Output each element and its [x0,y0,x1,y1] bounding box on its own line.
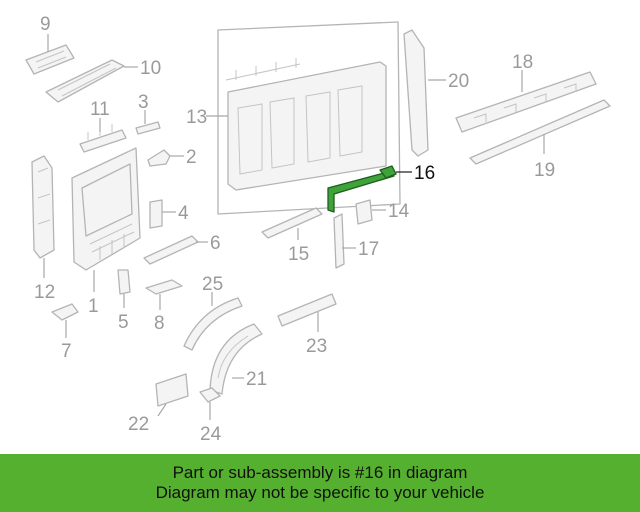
label-8: 8 [154,313,165,334]
banner-line-2: Diagram may not be specific to your vehi… [155,483,485,502]
part-23[interactable]: 23 [277,293,337,357]
label-15: 15 [288,244,309,265]
part-11[interactable]: 11 [79,99,127,153]
label-6: 6 [210,233,221,254]
part-16[interactable]: 16 [327,163,435,213]
part-18[interactable]: 18 [455,52,597,133]
banner-line-1: Part or sub-assembly is #16 in diagram [172,463,468,482]
parts-diagram: 9 10 11 3 2 12 1 [25,14,611,445]
part-21[interactable]: 21 [209,323,267,395]
label-12: 12 [34,282,55,303]
part-22[interactable]: 22 [128,373,189,435]
part-7[interactable]: 7 [51,303,79,362]
part-13[interactable]: 13 [186,21,401,215]
label-11: 11 [90,99,110,120]
label-22: 22 [128,414,149,435]
label-9: 9 [40,14,51,35]
part-24[interactable]: 24 [199,387,222,445]
label-2: 2 [186,147,197,168]
part-15[interactable]: 15 [261,207,323,265]
label-23: 23 [306,336,327,357]
label-17: 17 [358,239,379,260]
part-25[interactable]: 25 [183,274,243,351]
label-19: 19 [534,160,555,181]
label-4: 4 [178,203,189,224]
part-14[interactable]: 14 [355,199,410,225]
label-24: 24 [200,424,222,445]
label-18: 18 [512,52,533,73]
label-10: 10 [140,58,161,79]
part-6[interactable]: 6 [143,233,221,265]
part-4[interactable]: 4 [149,199,189,229]
part-3[interactable]: 3 [135,92,161,135]
label-16: 16 [414,163,435,184]
part-2[interactable]: 2 [147,147,197,168]
part-12[interactable]: 12 [31,155,55,303]
label-7: 7 [61,341,72,362]
label-5: 5 [118,312,129,333]
label-1: 1 [88,296,99,317]
part-20[interactable]: 20 [403,29,469,157]
label-14: 14 [388,201,410,222]
part-9[interactable]: 9 [25,14,75,75]
label-20: 20 [448,71,469,92]
part-1[interactable]: 1 [71,147,141,317]
part-17[interactable]: 17 [333,213,379,269]
label-25: 25 [202,274,223,295]
part-10[interactable]: 10 [45,58,161,103]
label-21: 21 [246,369,267,390]
part-5[interactable]: 5 [117,269,131,333]
label-3: 3 [138,92,149,113]
label-13: 13 [186,107,207,128]
part-8[interactable]: 8 [145,279,183,334]
info-banner: Part or sub-assembly is #16 in diagram D… [0,454,640,512]
part-19[interactable]: 19 [469,99,611,181]
